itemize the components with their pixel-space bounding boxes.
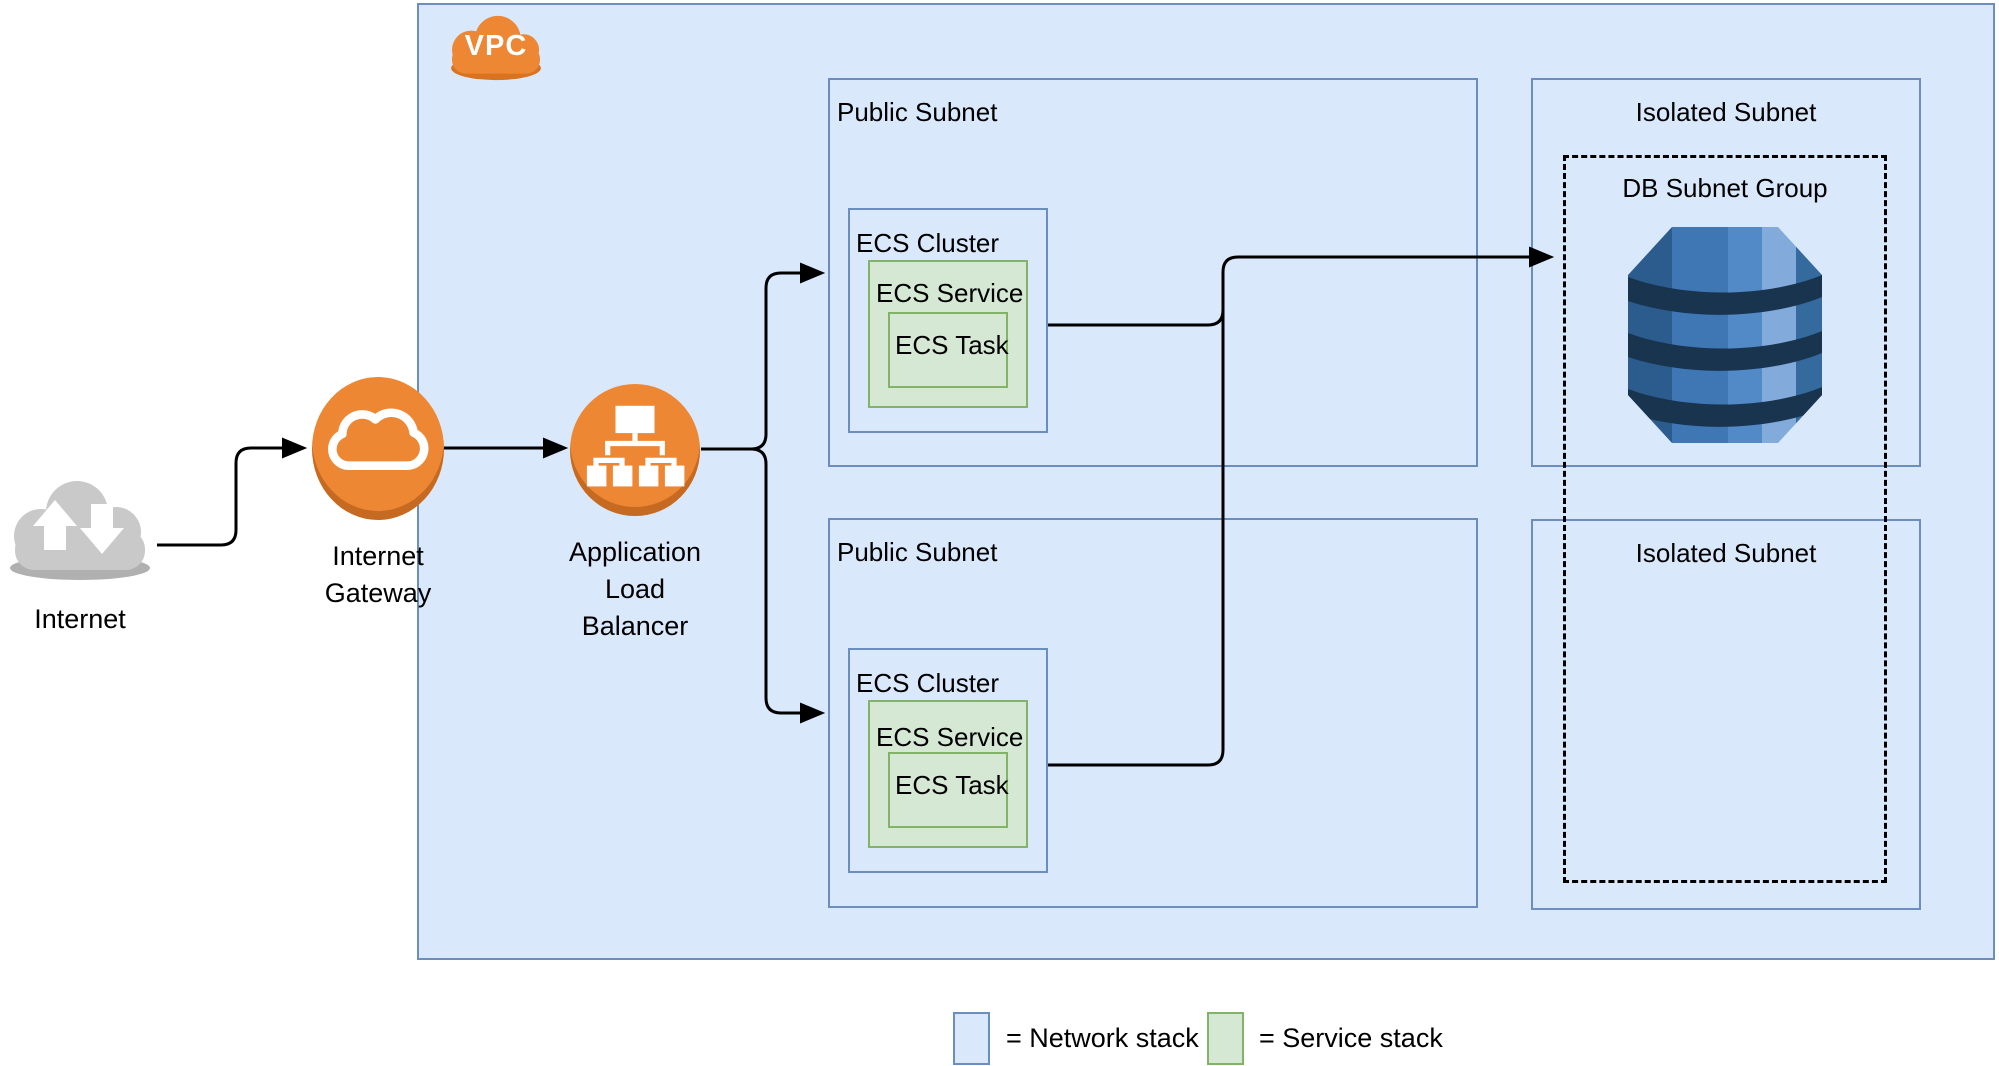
vpc-badge-label: VPC — [464, 30, 528, 62]
public-subnet-top-title: Public Subnet — [837, 97, 998, 127]
legend-service-label: = Service stack — [1259, 1023, 1443, 1053]
isolated-subnet-top-title: Isolated Subnet — [1635, 97, 1817, 127]
ecs-task-top-title: ECS Task — [895, 330, 1009, 360]
legend-network-swatch — [953, 1012, 990, 1065]
vpc-badge: VPC — [441, 14, 551, 82]
alb-icon — [570, 384, 700, 516]
ecs-service-top-title: ECS Service — [876, 278, 1024, 308]
alb-label: Application Load Balancer — [568, 537, 702, 641]
internet-label: Internet — [34, 604, 126, 634]
internet-cloud-icon — [10, 481, 150, 580]
db-subnet-group-box — [1563, 155, 1887, 883]
down-arrow — [80, 504, 124, 554]
ecs-cluster-top-title: ECS Cluster — [856, 228, 1000, 258]
ecs-task-bottom — [888, 752, 1008, 828]
public-subnet-bottom-title: Public Subnet — [837, 537, 998, 567]
ecs-service-bottom-title: ECS Service — [876, 722, 1024, 752]
db-subnet-group-title: DB Subnet Group — [1622, 173, 1828, 203]
vpc-cloud-icon — [451, 15, 541, 81]
edge-internet-to-igw — [157, 437, 308, 547]
dynamodb-icon — [1628, 227, 1822, 443]
up-arrow — [33, 500, 77, 550]
legend-service-swatch — [1207, 1012, 1244, 1065]
isolated-subnet-bottom-title: Isolated Subnet — [1635, 538, 1817, 568]
ecs-cluster-bottom-title: ECS Cluster — [856, 668, 1000, 698]
ecs-task-bottom-title: ECS Task — [895, 770, 1009, 800]
internet-gateway-icon — [312, 377, 444, 520]
legend-network-label: = Network stack — [1006, 1023, 1199, 1053]
isolated-subnet-bottom — [1531, 519, 1921, 910]
internet-gateway-label: Internet Gateway — [324, 541, 432, 608]
ecs-task-top — [888, 312, 1008, 388]
